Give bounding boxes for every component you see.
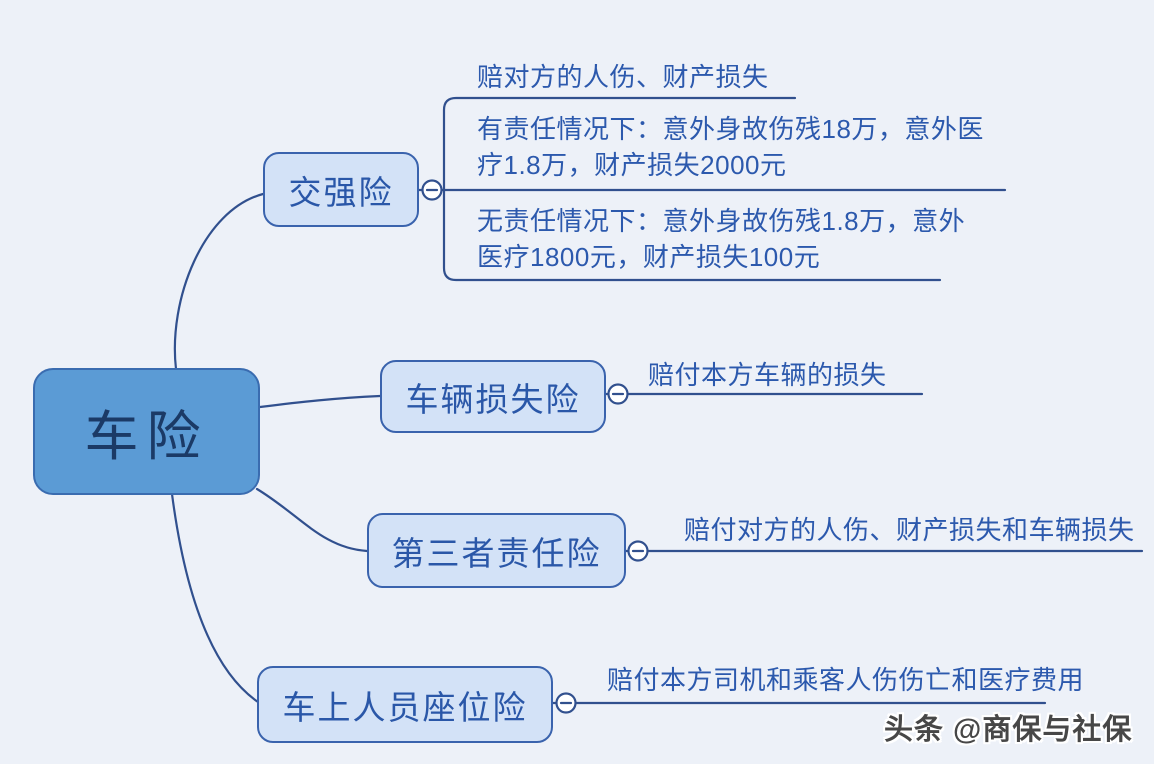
root-node[interactable]: 车险 [33,368,260,495]
leaf-node-jiaoqiangxian-1[interactable]: 赔对方的人伤、财产损失 [477,62,769,92]
connector-root-to-cheliangsunshixian [258,394,382,409]
branch-node-label: 车辆损失险 [405,380,581,418]
leaf-node-disanzhezerenxian[interactable]: 赔付对方的人伤、财产损失和车辆损失 [684,515,1135,545]
root-node-label: 车险 [84,407,209,467]
branch-node-cheliangsunshixian[interactable]: 车辆损失险 [380,360,606,433]
connector-root-to-jiaoqiangxian [173,192,265,371]
branch-node-label: 第三者责任险 [391,534,602,572]
branch-node-cheshangrenyuan[interactable]: 车上人员座位险 [257,666,553,743]
branch-node-disanzhezerenxian[interactable]: 第三者责任险 [367,513,626,588]
watermark: 头条 @商保与社保 [884,714,1133,746]
leaf-node-jiaoqiangxian-2[interactable]: 有责任情况下：意外身故伤残18万，意外医疗1.8万，财产损失2000元 [477,114,984,180]
leaf-node-cheliangsunshixian[interactable]: 赔付本方车辆的损失 [648,360,887,390]
branch-node-label: 车上人员座位险 [282,688,528,726]
connector-root-to-cheshangrenyuan [170,492,260,704]
leaf-node-jiaoqiangxian-3[interactable]: 无责任情况下：意外身故伤残1.8万，意外医疗1800元，财产损失100元 [477,206,966,272]
branch-node-label: 交强险 [288,173,394,211]
leaf-node-cheshangrenyuan[interactable]: 赔付本方司机和乘客人伤伤亡和医疗费用 [607,665,1085,695]
branch-node-jiaoqiangxian[interactable]: 交强险 [263,152,419,227]
connector-root-to-disanzhezerenxian [255,487,369,553]
